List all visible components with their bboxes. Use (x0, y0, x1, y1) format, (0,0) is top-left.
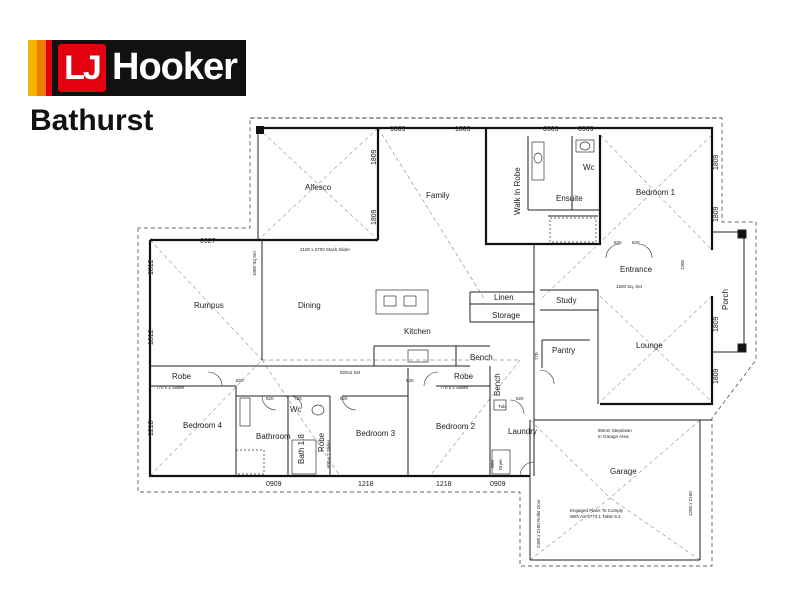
dim-rumpus-top: 0927 (200, 238, 216, 245)
dim-entrance: 1200 (680, 259, 685, 270)
note-stepdown-1: 80mm Stepdown (598, 428, 632, 433)
outer-walls (148, 126, 714, 478)
note-stack-slider: 2100 x 2700 Stack Slider (300, 247, 351, 252)
dim-bottom-2: 1218 (358, 481, 374, 488)
room-label-linen: Linen (494, 293, 514, 302)
plan-notes: 2100 x 2700 Stack Slider 1500 Sq. Set 77… (156, 247, 693, 548)
room-label-entrance: Entrance (620, 265, 653, 274)
dim-alfresco-right: 1809 (371, 149, 378, 165)
dim-door-bath: 820 (266, 396, 274, 401)
room-label-walk-in-robe: Walk In Robe (513, 167, 522, 215)
room-label-bedroom-3: Bedroom 3 (356, 429, 396, 438)
logo-brand-text: Hooker (112, 46, 238, 88)
dim-left-2: 1812 (148, 329, 155, 345)
roof-outline (137, 117, 757, 567)
room-label-ensuite: Ensuite (556, 194, 583, 203)
logo-lj-mark: LJ (58, 44, 106, 92)
note-set-hall: 820x2 Set (340, 370, 361, 375)
note-rumpus-set: 1000 Sq Set (252, 250, 257, 276)
room-label-bathroom: Bathroom (256, 432, 291, 441)
dim-left-3: 1218 (148, 420, 155, 436)
logo-stripe-yellow (28, 40, 37, 96)
note-stepdown-2: In Garage Area (598, 434, 629, 439)
corner-post (256, 126, 264, 134)
dim-left-1: 1812 (148, 259, 155, 275)
logo-lj-text: LJ (64, 48, 102, 87)
dim-top-3: 0909 (543, 126, 559, 133)
dim-top-1: 1809 (390, 126, 406, 133)
porch (712, 229, 747, 353)
note-slides-bed4: 770 x 2 Slides (156, 385, 185, 390)
room-label-lounge: Lounge (636, 341, 663, 350)
room-label-robe-bed3: Robe (317, 432, 326, 452)
dim-top-4: 0909 (578, 126, 594, 133)
dim-door-laundry: 820 (516, 396, 524, 401)
dim-door-bed2: 820 (406, 378, 414, 383)
note-aux-door: 1200 x 2100 (688, 491, 693, 516)
dimension-labels: 1809 1809 0909 0909 0927 0909 1218 1218 … (148, 126, 720, 488)
room-label-laundry: Laundry (508, 427, 537, 436)
dim-right-1: 1809 (713, 154, 720, 170)
dim-right-2: 1809 (713, 206, 720, 222)
room-label-alfresco: Alfesco (305, 183, 332, 192)
room-labels: Alfesco Family Walk In Robe Ensuite Wc B… (172, 163, 730, 476)
door-swings (207, 243, 653, 477)
dim-door-pantry: 770 (534, 352, 539, 360)
dim-bottom-4: 0909 (490, 481, 506, 488)
dim-right-3: 1809 (713, 316, 720, 332)
room-label-pantry: Pantry (552, 346, 575, 355)
dim-door-bed1-b: 820 (632, 240, 640, 245)
room-label-porch: Porch (721, 289, 730, 310)
room-label-family: Family (426, 191, 450, 200)
room-label-kitchen: Kitchen (404, 327, 431, 336)
room-label-robe-bed2: Robe (454, 372, 474, 381)
room-label-bedroom-1: Bedroom 1 (636, 188, 676, 197)
room-label-bedroom-4: Bedroom 4 (183, 421, 223, 430)
note-dryer: Dryer (498, 458, 503, 470)
dim-alfresco-right-2: 1809 (371, 209, 378, 225)
note-engaged-2: With AS 4773.1 Table 9.2 (570, 514, 621, 519)
room-label-dining: Dining (298, 301, 321, 310)
room-label-wc-ensuite: Wc (583, 163, 595, 172)
note-robe-slides: 600 x 2 Slides (326, 439, 331, 468)
room-label-bench-laundry: Bench (493, 373, 502, 396)
interior-walls (150, 128, 712, 561)
note-wm: WM (490, 460, 495, 468)
room-label-storage: Storage (492, 311, 521, 320)
dim-bottom-1: 0909 (266, 481, 282, 488)
room-label-garage: Garage (610, 467, 637, 476)
office-name: Bathurst (30, 104, 154, 137)
dim-door-bed3: 820 (340, 396, 348, 401)
logo-stripe-orange (37, 40, 46, 96)
room-label-bedroom-2: Bedroom 2 (436, 422, 476, 431)
note-set: 1500 Sq. Set (616, 284, 643, 289)
lj-hooker-logo: LJ Hooker (28, 40, 246, 96)
note-engaged-1: Engaged Plans To Comply (570, 508, 624, 513)
dim-door-bed4: 820 (236, 378, 244, 383)
room-label-bath: Bath 1.8 (297, 434, 306, 464)
dim-door-bed1-a: 820 (614, 240, 622, 245)
dim-bottom-3: 1218 (436, 481, 452, 488)
dim-right-4: 1809 (713, 368, 720, 384)
room-label-bench-kitchen: Bench (470, 353, 493, 362)
note-roller-door: 2400 x 2100 Roller Door (536, 499, 541, 548)
room-label-study: Study (556, 296, 576, 305)
dim-door-wc: 720 (294, 396, 302, 401)
note-tub: Tub (498, 404, 506, 409)
dim-top-2: 1809 (455, 126, 471, 133)
roof-hip-lines (149, 127, 713, 561)
room-label-robe-bed4: Robe (172, 372, 192, 381)
room-label-rumpus: Rumpus (194, 301, 224, 310)
fixtures (235, 139, 597, 475)
note-slides-bed2: 770 x 2 Slides (440, 385, 469, 390)
room-label-wc-bath: Wc (290, 405, 302, 414)
